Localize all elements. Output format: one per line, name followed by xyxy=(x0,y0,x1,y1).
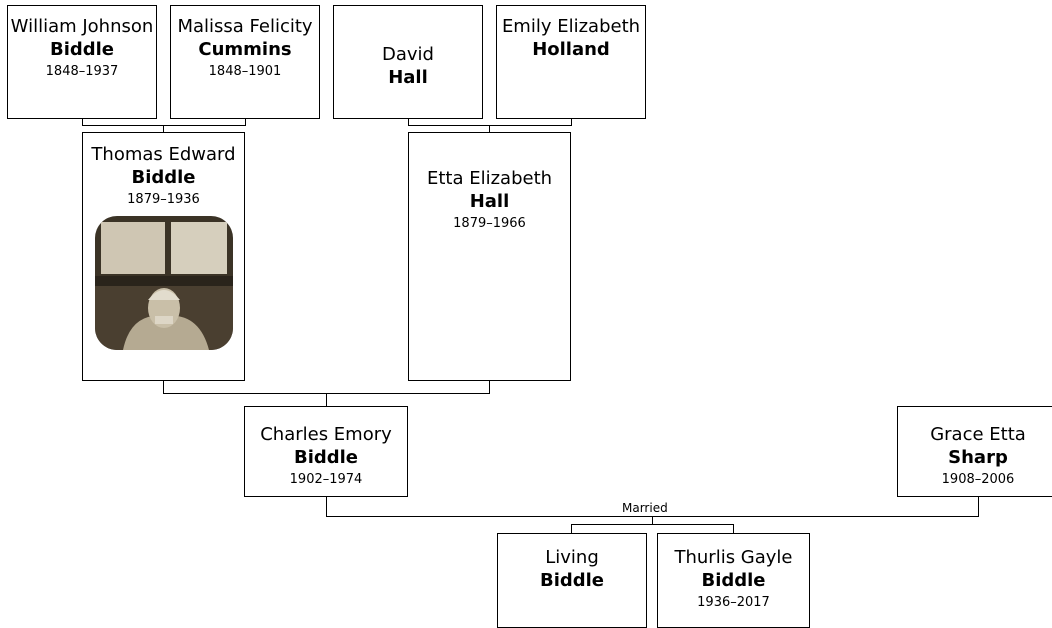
life-years: 1936–2017 xyxy=(697,595,770,610)
connector-line xyxy=(245,118,246,126)
surname: Hall xyxy=(388,67,428,88)
life-years: 1848–1901 xyxy=(208,64,282,79)
person-box-living-biddle[interactable]: Living Biddle xyxy=(497,533,647,628)
connector-line xyxy=(326,393,327,407)
person-box-malissa-cummins[interactable]: Malissa Felicity Cummins 1848–1901 xyxy=(170,5,320,119)
given-name: Emily Elizabeth xyxy=(501,16,641,37)
married-label: Married xyxy=(621,501,669,515)
surname: Biddle xyxy=(49,39,115,60)
person-box-etta-hall[interactable]: Etta Elizabeth Hall 1879–1966 xyxy=(408,132,571,381)
surname: Hall xyxy=(469,191,510,212)
connector-line xyxy=(408,118,409,126)
life-years: 1879–1936 xyxy=(127,192,200,207)
surname: Biddle xyxy=(539,570,605,591)
life-years: 1879–1966 xyxy=(453,216,526,231)
person-box-david-hall[interactable]: David Hall xyxy=(333,5,483,119)
given-name: Thurlis Gayle xyxy=(674,547,793,568)
given-name: David xyxy=(382,44,434,65)
given-name: Grace Etta xyxy=(930,424,1026,445)
connector-line xyxy=(82,118,83,126)
life-years: 1902–1974 xyxy=(289,472,363,487)
given-name: Living xyxy=(545,547,599,568)
surname: Holland xyxy=(532,39,610,60)
connector-line xyxy=(408,125,572,126)
person-box-emily-holland[interactable]: Emily Elizabeth Holland xyxy=(496,5,646,119)
connector-line xyxy=(978,496,979,517)
connector-line xyxy=(489,125,490,133)
connector-line xyxy=(163,125,164,133)
connector-line xyxy=(571,524,572,534)
surname: Biddle xyxy=(293,447,359,468)
connector-line xyxy=(489,380,490,394)
connector-line xyxy=(733,524,734,534)
connector-line xyxy=(163,380,164,394)
connector-line xyxy=(571,118,572,126)
given-name: Thomas Edward xyxy=(91,144,236,165)
given-name: Charles Emory xyxy=(260,424,392,445)
portrait-image xyxy=(94,216,233,350)
person-box-charles-biddle[interactable]: Charles Emory Biddle 1902–1974 xyxy=(244,406,408,497)
connector-line xyxy=(82,125,246,126)
surname: Sharp xyxy=(948,447,1008,468)
surname: Biddle xyxy=(131,167,196,188)
person-box-grace-sharp[interactable]: Grace Etta Sharp 1908–2006 xyxy=(897,406,1052,497)
connector-line xyxy=(652,516,653,525)
surname: Biddle xyxy=(701,570,766,591)
connector-line xyxy=(571,524,734,525)
life-years: 1908–2006 xyxy=(941,472,1015,487)
given-name: Malissa Felicity xyxy=(177,16,313,37)
person-box-william-biddle[interactable]: William Johnson Biddle 1848–1937 xyxy=(7,5,157,119)
person-box-thomas-biddle[interactable]: Thomas Edward Biddle 1879–1936 xyxy=(82,132,245,381)
person-box-thurlis-biddle[interactable]: Thurlis Gayle Biddle 1936–2017 xyxy=(657,533,810,628)
connector-line xyxy=(326,496,327,517)
given-name: Etta Elizabeth xyxy=(426,168,553,189)
portrait-photo[interactable] xyxy=(94,216,233,350)
surname: Cummins xyxy=(198,39,292,60)
life-years: 1848–1937 xyxy=(45,64,119,79)
given-name: William Johnson xyxy=(10,16,154,37)
